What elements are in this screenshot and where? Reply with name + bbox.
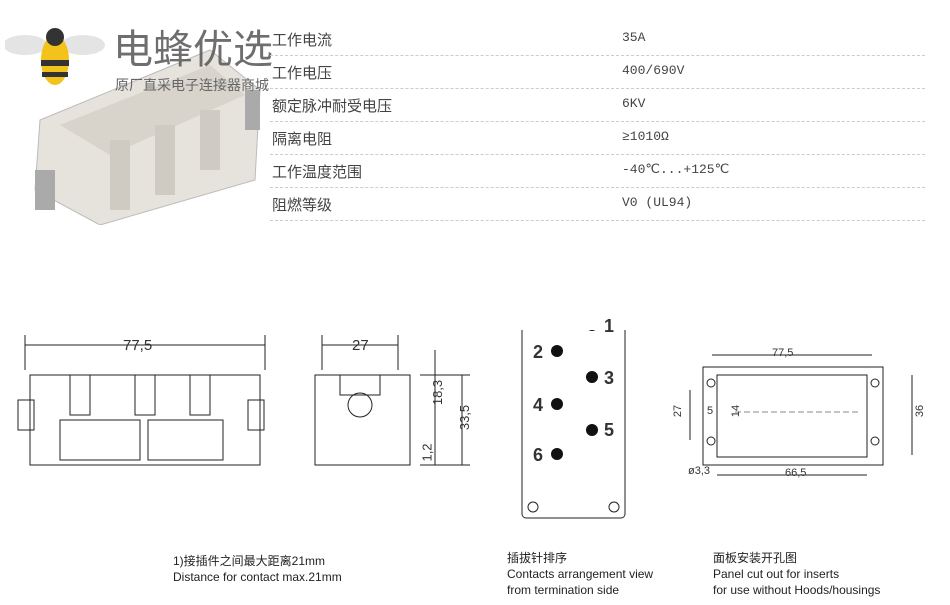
caption-en: Contacts arrangement view [507, 567, 654, 581]
pin-5: 5 [604, 420, 615, 440]
pin-3: 3 [604, 368, 615, 388]
spec-label: 工作电流 [272, 32, 333, 49]
spec-row: 阻燃等级 V0 (UL94) [270, 187, 925, 221]
pin-4: 4 [533, 395, 544, 415]
caption-contacts: 插拔针排序 Contacts arrangement view from termi… [507, 550, 653, 598]
panel-dim-dia: ø3,3 [688, 465, 711, 477]
bee-icon [3, 28, 105, 85]
spec-value: ≥1010Ω [622, 129, 669, 144]
caption-cn: 面板安装开孔图 [713, 551, 798, 565]
panel-dim-hole: 66,5 [785, 467, 807, 479]
spec-label: 额定脉冲耐受电压 [272, 98, 393, 115]
caption-en: for use without Hoods/housings [713, 583, 881, 597]
panel-dim-b: 14 [730, 404, 743, 418]
spec-label: 工作温度范围 [272, 164, 363, 181]
caption-en: Distance for contact max.21mm [173, 570, 342, 584]
caption-cn: 插拔针排序 [507, 551, 568, 565]
pin-6: 6 [533, 445, 544, 465]
spec-label: 隔离电阻 [272, 131, 333, 148]
technical-drawings [17, 330, 913, 519]
dim-h1: 18,3 [430, 379, 446, 406]
spec-label: 阻燃等级 [272, 197, 333, 214]
contact-layout-drawing [521, 330, 626, 519]
pin-2: 2 [533, 342, 544, 362]
watermark-tagline: 原厂直采电子连接器商城 [115, 77, 269, 93]
panel-dim-depth: 27 [672, 404, 685, 418]
spec-row: 隔离电阻 ≥1010Ω [270, 121, 925, 155]
spec-value: 35A [622, 30, 646, 45]
dim-h2: 33,5 [457, 404, 473, 431]
spec-value: 6KV [622, 96, 646, 111]
side-view-drawing [314, 335, 470, 466]
panel-dim-width: 77,5 [772, 347, 794, 359]
panel-cutout-drawing [689, 354, 913, 476]
pin-1: 1 [604, 316, 615, 336]
panel-dim-height: 36 [914, 404, 927, 418]
spec-row: 工作电压 400/690V [270, 55, 925, 89]
caption-en: from termination side [507, 583, 620, 597]
caption-en: Panel cut out for inserts [713, 567, 840, 581]
spec-row: 工作电流 35A [270, 22, 925, 56]
spec-value: -40℃...+125℃ [622, 162, 730, 177]
caption-cn: 1)接插件之间最大距离21mm [173, 554, 326, 568]
spec-label: 工作电压 [272, 65, 333, 82]
panel-dim-a: 5 [707, 405, 714, 417]
front-view-drawing [17, 335, 266, 466]
spec-row: 工作温度范围 -40℃...+125℃ [270, 154, 925, 188]
spec-value: 400/690V [622, 63, 685, 78]
watermark-brand: 电蜂优选 [113, 28, 273, 72]
dim-width: 77,5 [123, 337, 153, 354]
dim-h3: 1,2 [419, 443, 435, 462]
product-photo [20, 30, 270, 226]
caption-panel: 面板安装开孔图 Panel cut out for inserts for use … [713, 550, 880, 598]
spec-row: 额定脉冲耐受电压 6KV [270, 88, 925, 122]
spec-value: V0 (UL94) [622, 195, 693, 210]
watermark-logo: 电蜂优选 原厂直采电子连接器商城 [3, 15, 295, 95]
dim-depth: 27 [352, 337, 369, 354]
